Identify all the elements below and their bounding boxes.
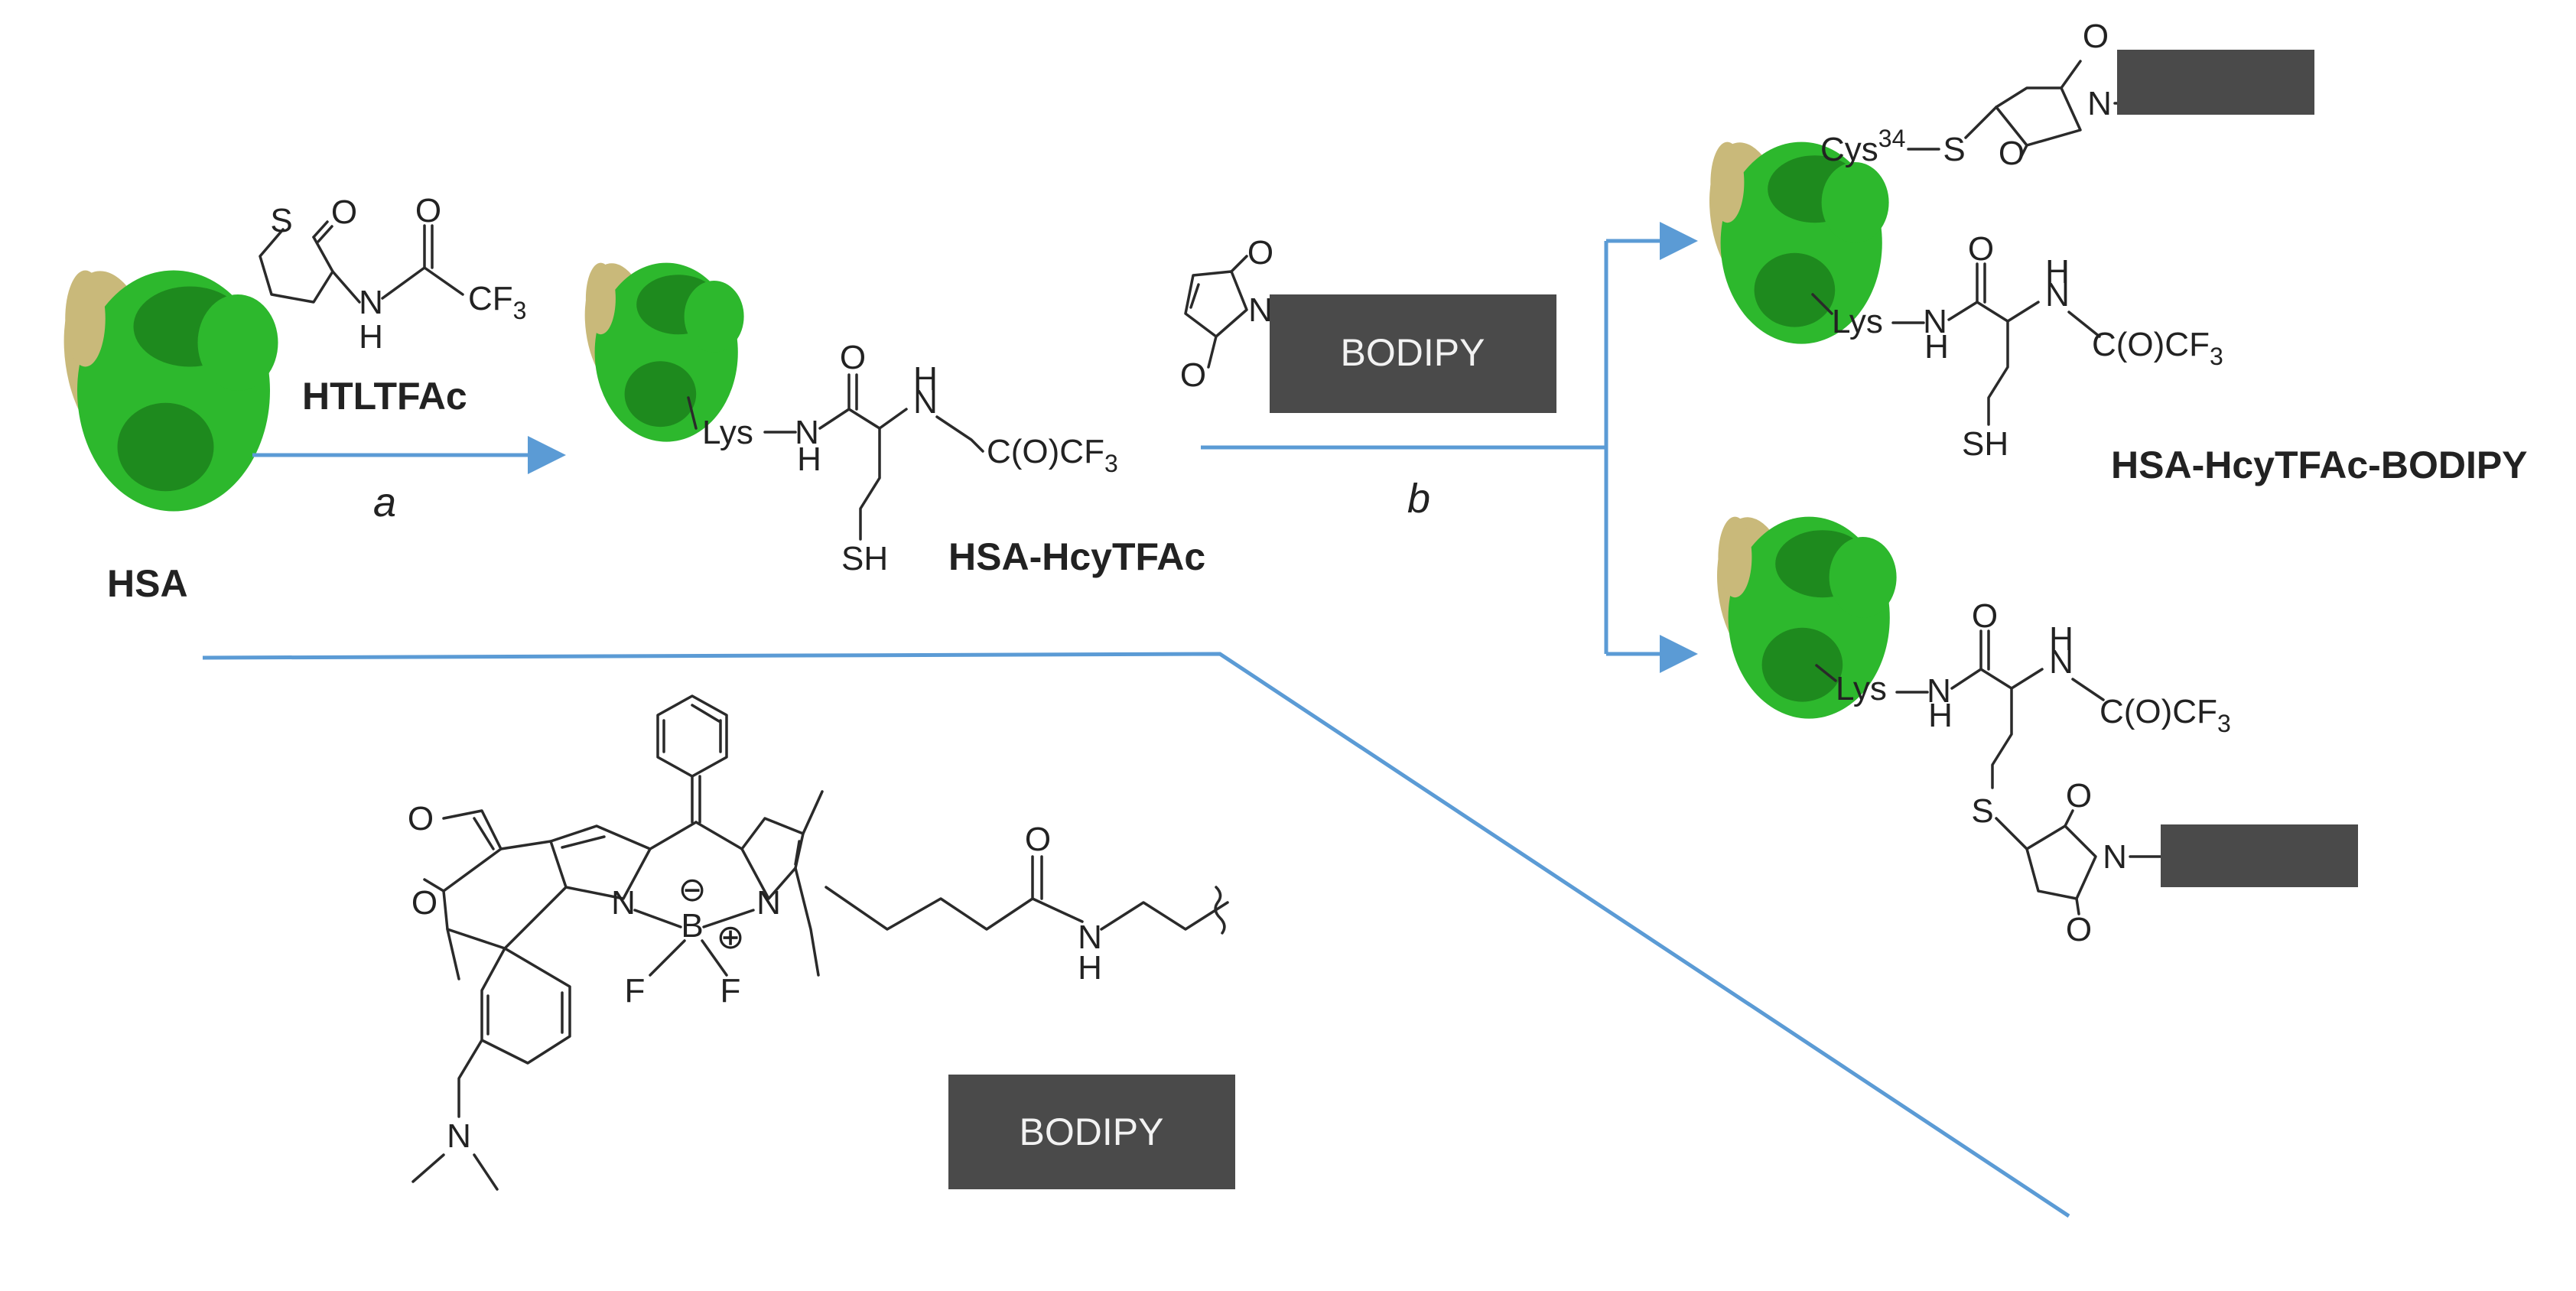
- hsa-hcytfac-structure: Lys N H O N H C(O)CF3 SH: [687, 339, 1118, 577]
- svg-text:N: N: [795, 414, 819, 451]
- bodipy-box-reagent: [1270, 294, 1556, 413]
- svg-text:SH: SH: [1962, 425, 2008, 463]
- svg-text:H: H: [913, 360, 938, 398]
- svg-text:O: O: [2083, 18, 2109, 55]
- svg-text:O: O: [1972, 597, 1998, 635]
- zoom-callout-line: [202, 652, 2070, 1218]
- arrow-step-b: [1201, 222, 1698, 673]
- htltfac-structure: S O N H O CF3: [259, 192, 526, 356]
- svg-text:N: N: [2045, 276, 2070, 314]
- svg-text:O: O: [1247, 234, 1273, 272]
- bodipy-box-legend: [948, 1075, 1235, 1189]
- step-a-label: a: [373, 480, 396, 525]
- svg-text:O: O: [411, 884, 437, 922]
- bodipy-structure: N N B ⊖ ⊕ F F O N H O O N: [408, 694, 1229, 1191]
- svg-text:S: S: [270, 202, 292, 239]
- svg-text:N: N: [1927, 672, 1951, 710]
- svg-text:F: F: [625, 972, 646, 1010]
- svg-text:⊖: ⊖: [678, 871, 707, 909]
- svg-text:O: O: [415, 192, 441, 229]
- svg-text:CF3: CF3: [468, 280, 526, 324]
- svg-text:N: N: [1078, 919, 1102, 956]
- svg-text:H: H: [1078, 949, 1102, 987]
- svg-text:N: N: [1248, 291, 1273, 329]
- svg-text:N: N: [447, 1117, 471, 1155]
- svg-text:Lys: Lys: [1832, 303, 1883, 340]
- step-b-label: b: [1407, 476, 1430, 522]
- hsa-protein: [53, 265, 278, 512]
- svg-text:H: H: [2049, 620, 2073, 658]
- svg-text:Lys: Lys: [702, 414, 753, 451]
- maleimide-reagent: O O N: [1180, 234, 1286, 394]
- svg-text:H: H: [359, 318, 383, 356]
- svg-text:N: N: [756, 884, 781, 922]
- svg-text:O: O: [2066, 777, 2092, 815]
- svg-text:Lys: Lys: [1836, 670, 1887, 707]
- bodipy-box-reagent-label: BODIPY: [1341, 331, 1485, 374]
- svg-text:H: H: [2045, 253, 2070, 291]
- product-top-structure: Cys34 S O O N Lys N H O N H C(O)CF3 SH: [1811, 18, 2223, 463]
- svg-text:N: N: [1923, 303, 1947, 340]
- htltfac-label: HTLTFAc: [302, 375, 467, 418]
- hsa-hcytfac-bodipy-label: HSA-HcyTFAc-BODIPY: [2111, 444, 2528, 486]
- bodipy-box-top: [2117, 50, 2314, 115]
- svg-text:O: O: [331, 193, 357, 231]
- svg-text:N: N: [2087, 85, 2112, 122]
- svg-text:O: O: [408, 800, 434, 837]
- svg-text:O: O: [1180, 356, 1206, 394]
- svg-text:N: N: [611, 884, 636, 922]
- svg-text:⊕: ⊕: [717, 919, 745, 956]
- svg-text:O: O: [1968, 230, 1994, 268]
- svg-text:N: N: [913, 383, 938, 421]
- svg-text:C(O)CF3: C(O)CF3: [987, 433, 1118, 477]
- svg-text:O: O: [840, 339, 866, 376]
- svg-text:N: N: [359, 284, 383, 321]
- hsa-hcytfac-label: HSA-HcyTFAc: [948, 535, 1205, 578]
- svg-text:C(O)CF3: C(O)CF3: [2092, 326, 2223, 370]
- svg-text:O: O: [1025, 821, 1051, 858]
- bodipy-box-legend-label: BODIPY: [1020, 1111, 1164, 1153]
- svg-text:N: N: [2103, 838, 2127, 876]
- svg-text:B: B: [681, 907, 703, 945]
- svg-text:O: O: [2066, 911, 2092, 948]
- svg-text:S: S: [1943, 131, 1965, 168]
- svg-text:N: N: [2049, 643, 2073, 681]
- svg-text:Cys34: Cys34: [1820, 125, 1905, 168]
- svg-text:H: H: [1924, 328, 1949, 366]
- svg-text:H: H: [797, 441, 821, 478]
- product-bottom-structure: Lys N H O N H C(O)CF3 S O O N: [1815, 597, 2231, 948]
- bodipy-box-bottom: [2161, 824, 2358, 887]
- svg-text:F: F: [720, 972, 741, 1010]
- svg-text:O: O: [1999, 135, 2025, 172]
- svg-text:S: S: [1971, 792, 1993, 830]
- svg-text:H: H: [1928, 697, 1953, 734]
- svg-text:C(O)CF3: C(O)CF3: [2100, 693, 2231, 737]
- svg-text:SH: SH: [841, 540, 888, 577]
- hsa-label: HSA: [107, 562, 188, 605]
